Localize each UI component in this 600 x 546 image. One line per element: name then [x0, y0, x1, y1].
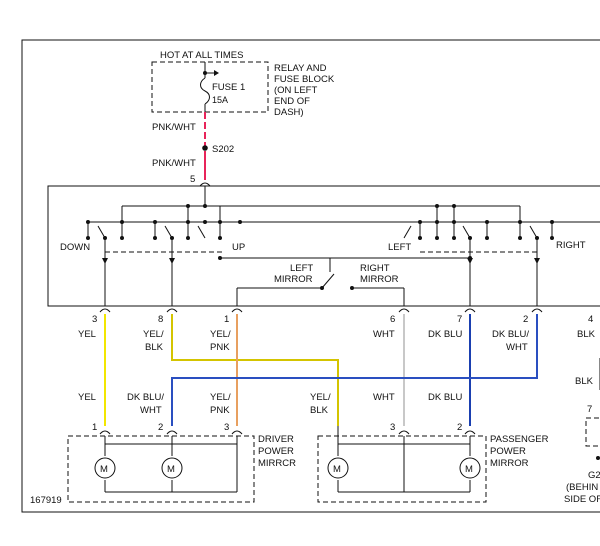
lower-label-dkblu-wht-2: WHT	[140, 405, 162, 416]
ground-dashed-box	[585, 417, 600, 447]
lower-label-wht: WHT	[373, 392, 395, 403]
driver-mirror-label-1: DRIVER	[258, 434, 294, 445]
switch-pin-8: 8	[158, 314, 163, 325]
passenger-motor-1-label: M	[333, 464, 341, 475]
driver-mirror-box	[67, 435, 255, 503]
passenger-mirror-label-3: MIRROR	[490, 458, 529, 469]
lower-label-dkblu: DK BLU	[428, 392, 462, 403]
switch-down-label: DOWN	[60, 242, 90, 253]
left-mirror-label-2: MIRROR	[274, 274, 313, 285]
lower-label-yel-pnk-1: YEL/	[210, 392, 231, 403]
ground-label-2: (BEHIN	[566, 482, 598, 493]
diagram-frame	[21, 39, 600, 513]
switch-right-label: RIGHT	[556, 240, 586, 251]
fuse-symbol	[200, 77, 210, 105]
arrow-yel	[102, 258, 108, 264]
relay-fuse-block-label-3: (ON LEFT	[274, 85, 317, 96]
lower-label-yel: YEL	[78, 392, 96, 403]
passenger-mirror-connectors	[398, 430, 476, 435]
wire-label-yel-blk-1: YEL/	[143, 329, 164, 340]
fuse-block-outline	[151, 61, 269, 113]
switch-pin-4: 4	[588, 314, 593, 325]
switch-pin-3: 3	[92, 314, 97, 325]
driver-mirror-label-3: MIRRCR	[258, 458, 296, 469]
wire-label-yel-pnk-2: PNK	[210, 342, 230, 353]
passenger-pin-3: 3	[390, 422, 395, 433]
driver-motor-1	[94, 457, 116, 479]
passenger-mirror-label-2: POWER	[490, 446, 526, 457]
passenger-mirror-internal	[337, 426, 471, 493]
lower-label-yel-blk-1: YEL/	[310, 392, 331, 403]
wire-label-dkblu-wht-2: WHT	[506, 342, 528, 353]
driver-mirror-label-2: POWER	[258, 446, 294, 457]
wire-yel-blk	[171, 314, 339, 426]
wire-label-yel-blk-2: BLK	[145, 342, 164, 353]
right-mirror-label-1: RIGHT	[360, 263, 390, 274]
mirror-select-dot-2	[468, 256, 472, 260]
relay-fuse-block-label-4: END OF	[274, 96, 310, 107]
arrow-dkblu	[467, 258, 473, 264]
passenger-motor-2	[459, 457, 481, 479]
switch-blades	[97, 225, 538, 239]
wire-label-dkblu-wht-1: DK BLU/	[492, 329, 529, 340]
passenger-pin-2: 2	[457, 422, 462, 433]
passenger-motor-1	[327, 457, 349, 479]
switch-pin-7: 7	[457, 314, 462, 325]
wire-label-yel: YEL	[78, 329, 96, 340]
wire-label-yel-pnk-1: YEL/	[210, 329, 231, 340]
ground-label-3: SIDE OF	[564, 494, 600, 505]
passenger-mirror-label-1: PASSENGER	[490, 434, 549, 445]
splice-s202-label: S202	[212, 144, 234, 155]
left-mirror-label-1: LEFT	[290, 263, 313, 274]
wire-dkblu-wht	[171, 314, 538, 426]
switch-connectors	[99, 308, 543, 313]
right-mirror-label-2: MIRROR	[360, 274, 399, 285]
wire-label-dkblu: DK BLU	[428, 329, 462, 340]
switch-pin-6: 6	[390, 314, 395, 325]
hot-at-all-times-label: HOT AT ALL TIMES	[160, 50, 243, 61]
driver-motor-2	[161, 457, 183, 479]
driver-motor-1-label: M	[100, 464, 108, 475]
wire-label-blk: BLK	[577, 329, 596, 340]
arrow-yel-blk	[169, 258, 175, 264]
switch-contacts	[86, 204, 554, 240]
driver-mirror-connectors	[99, 430, 243, 435]
lower-label-yel-pnk-2: PNK	[210, 405, 230, 416]
driver-mirror-internal	[104, 436, 238, 493]
lower-label-blk: BLK	[575, 376, 594, 387]
passenger-motor-2-label: M	[465, 464, 473, 475]
fuse-rating-label: 15A	[212, 95, 228, 105]
pnk-wht-label-upper: PNK/WHT	[152, 122, 196, 133]
switch-up-label: UP	[232, 242, 245, 253]
ground-pin: 7	[587, 404, 592, 415]
fuse-arrow-head	[214, 70, 219, 76]
switch-pin-5: 5	[190, 174, 195, 185]
figure-number: 167919	[30, 495, 62, 506]
arrow-dkblu-wht	[534, 258, 540, 264]
pnk-wht-label-lower: PNK/WHT	[152, 158, 196, 169]
lower-label-yel-blk-2: BLK	[310, 405, 329, 416]
mirror-select-blade	[321, 273, 335, 289]
driver-pin-3: 3	[224, 422, 229, 433]
driver-pin-1: 1	[92, 422, 97, 433]
relay-fuse-block-label-5: DASH)	[274, 107, 304, 118]
relay-fuse-block-label-1: RELAY AND	[274, 63, 327, 74]
passenger-mirror-box	[317, 435, 487, 503]
ground-dot	[596, 456, 600, 460]
ground-label-1: G2	[588, 470, 600, 481]
switch-pin-2: 2	[523, 314, 528, 325]
driver-motor-2-label: M	[167, 464, 175, 475]
fuse-name-label: FUSE 1	[212, 82, 245, 93]
mirror-switch-box	[47, 185, 600, 307]
mirror-select-dot	[218, 256, 222, 260]
lower-label-dkblu-wht-1: DK BLU/	[127, 392, 164, 403]
connector-pin-5	[199, 182, 211, 187]
driver-pin-2: 2	[158, 422, 163, 433]
switch-pin-1: 1	[224, 314, 229, 325]
relay-fuse-block-label-2: FUSE BLOCK	[274, 74, 335, 85]
wire-label-wht: WHT	[373, 329, 395, 340]
splice-s202-dot	[202, 145, 208, 151]
switch-left-label: LEFT	[388, 242, 411, 253]
